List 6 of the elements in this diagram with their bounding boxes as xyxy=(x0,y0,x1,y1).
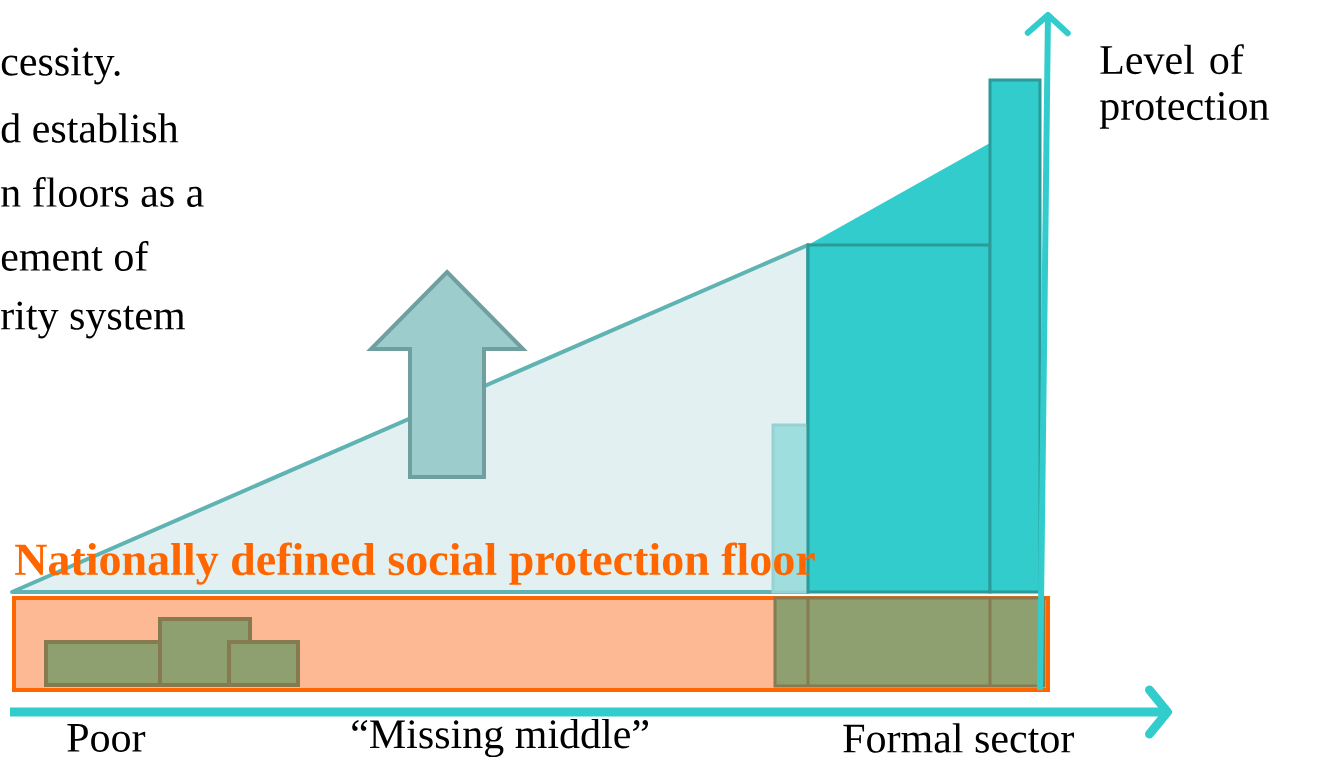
intro-text-line: n floors as a xyxy=(1,177,204,207)
axis-label: Level of protection xyxy=(1099,44,1269,129)
intro-text-line: d establish xyxy=(1,113,179,143)
intro-text-line: cessity. xyxy=(1,47,120,85)
intro-text-line: ement of xyxy=(1,241,149,271)
intro-text-line: rity system xyxy=(1,301,186,339)
